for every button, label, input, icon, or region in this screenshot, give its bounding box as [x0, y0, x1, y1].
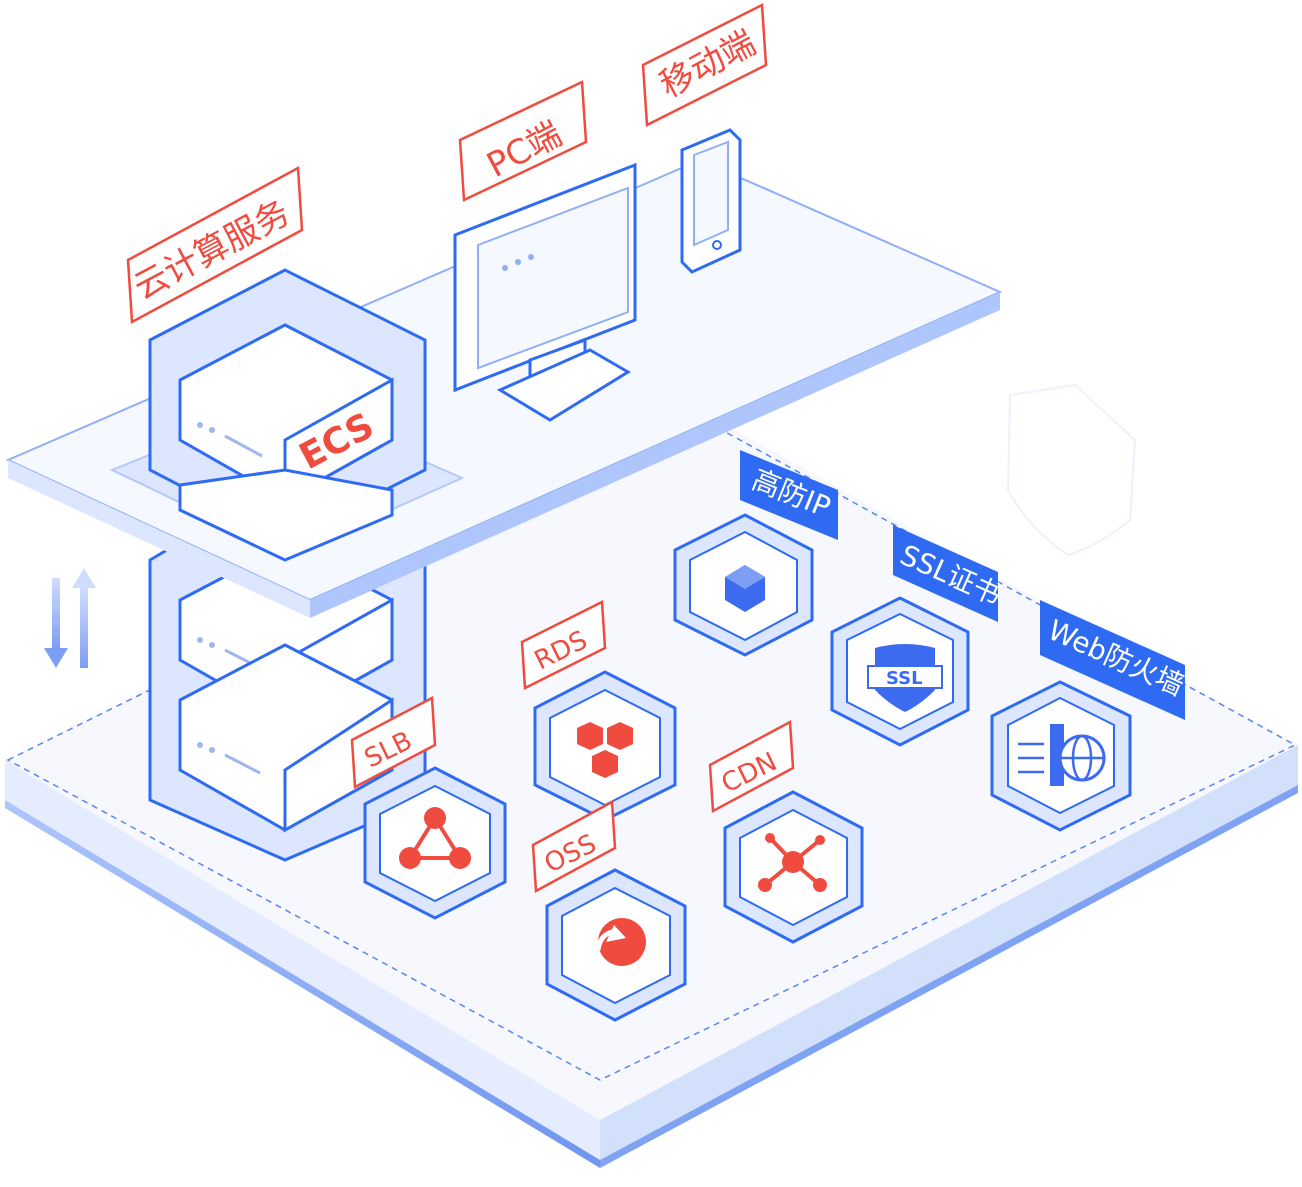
waf-tile: [990, 680, 1132, 832]
cube-icon: [725, 565, 765, 612]
ssl-badge-label: SSL: [886, 668, 923, 689]
cdn-tile: [723, 790, 864, 944]
database-icon: [577, 722, 633, 778]
sync-arrows-icon: [44, 568, 96, 668]
ecs-server-icon: [148, 268, 427, 562]
anti-ddos-tile: [673, 513, 814, 657]
shield-icon: [867, 644, 943, 712]
oss-tile: [545, 868, 687, 1022]
slb-tile: [363, 766, 507, 920]
storage-icon: [595, 918, 646, 966]
monitor-icon: [453, 162, 637, 422]
cdn-icon: [758, 833, 827, 892]
cdn-tag: CDN: [708, 719, 795, 814]
ssl-cert-tile: SSL: [830, 596, 970, 747]
shield-watermark-icon: [1006, 383, 1137, 557]
globe-icon: [1058, 734, 1106, 782]
mobile-tag: 移动端: [641, 3, 768, 127]
load-balancer-icon: [399, 807, 471, 869]
pc-tag: PC端: [458, 80, 588, 202]
rds-tag: RDS: [520, 600, 607, 690]
phone-icon: [680, 128, 742, 274]
